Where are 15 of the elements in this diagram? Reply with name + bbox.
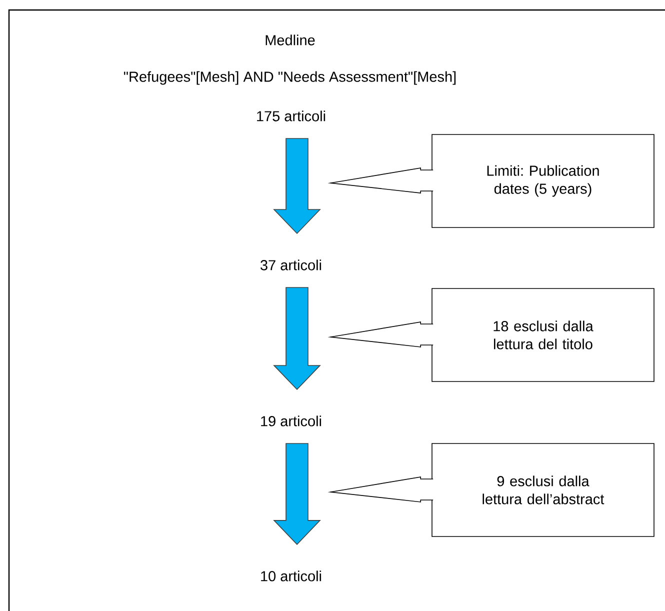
- callout-box: 9 esclusi dalla lettura dell’abstract: [432, 443, 654, 537]
- block-arrow: [273, 443, 321, 546]
- heading-text: Medline: [266, 34, 315, 46]
- callout-tail: [328, 168, 434, 194]
- callout-box: Limiti: Publication dates (5 years): [432, 134, 654, 228]
- block-arrow: [273, 138, 321, 234]
- callout-tail: [328, 476, 434, 502]
- callout-box: 18 esclusi dalla lettura del titolo: [432, 288, 654, 382]
- callout-tail: [328, 322, 434, 348]
- count-text: 19 articoli: [261, 416, 322, 426]
- block-arrow: [273, 287, 321, 390]
- heading-text: "Refugees"[Mesh] AND "Needs Assessment"[Mesh]: [124, 71, 456, 85]
- count-text: 175 articoli: [257, 110, 326, 122]
- count-text: 37 articoli: [260, 260, 322, 270]
- count-text: 10 articoli: [261, 570, 322, 582]
